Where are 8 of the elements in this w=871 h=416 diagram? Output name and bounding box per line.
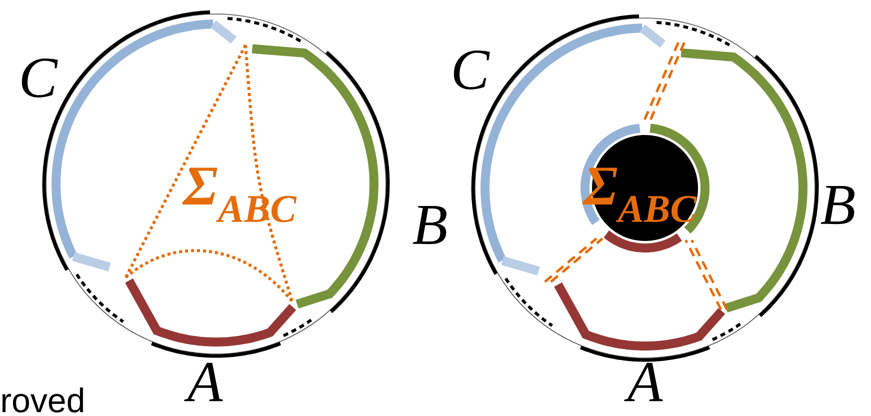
segment-label: A	[624, 362, 663, 402]
segment-label: B	[412, 206, 446, 244]
segment-label: C	[22, 58, 58, 98]
segment-label: B	[820, 186, 854, 224]
segment-label: A	[184, 362, 223, 402]
sum-label: Σ$_{ABC}$	[182, 168, 297, 222]
segment-label: C	[454, 50, 490, 90]
caption-text: roved	[2, 388, 84, 412]
